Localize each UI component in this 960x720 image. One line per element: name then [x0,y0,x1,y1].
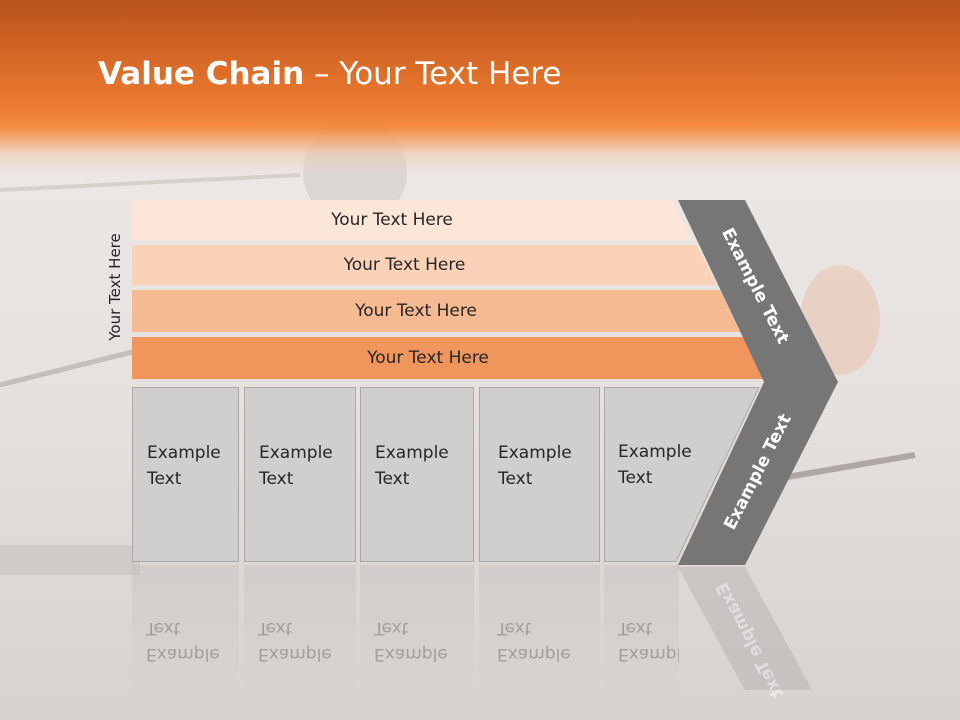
bar-4[interactable]: Your Text Here [132,337,764,379]
bar-3-label: Your Text Here [355,301,477,321]
bar-1[interactable]: Your Text Here [132,200,692,240]
example-box-5-shape [604,387,760,562]
bar-2-label: Your Text Here [343,255,466,275]
bar-1-label: Your Text Here [331,210,453,230]
header-band [0,0,960,175]
bar-3[interactable]: Your Text Here [132,290,740,332]
slide-title: Value Chain – Your Text Here [98,56,561,92]
title-rest: – Your Text Here [304,56,562,92]
bar-2[interactable]: Your Text Here [132,245,717,285]
title-bold: Value Chain [98,56,305,92]
bar-4-label: Your Text Here [367,348,489,368]
